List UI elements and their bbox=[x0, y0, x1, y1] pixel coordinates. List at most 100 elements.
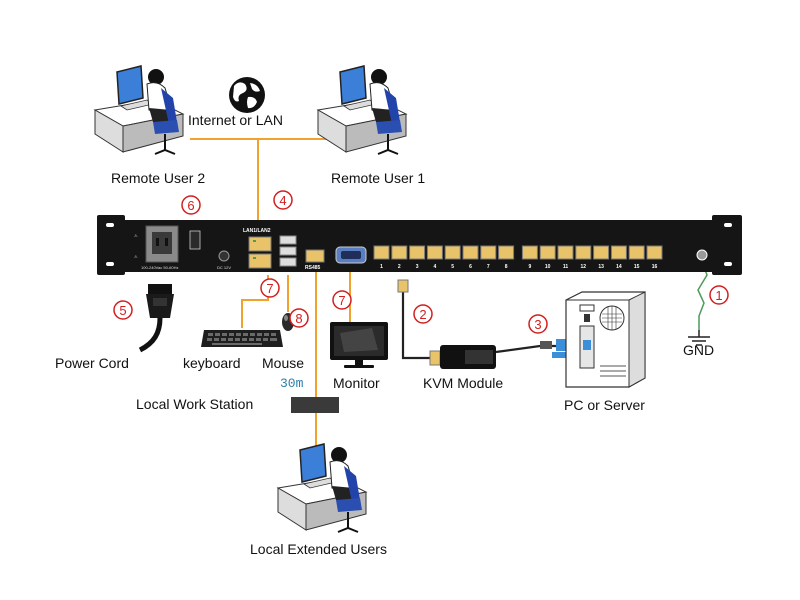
pc-tower-icon bbox=[565, 291, 646, 388]
computer-port-number: 13 bbox=[598, 264, 604, 270]
module-usb-cable bbox=[495, 344, 566, 354]
badge-8: 8 bbox=[289, 308, 309, 328]
computer-port-15[interactable] bbox=[628, 245, 645, 260]
computer-port-2[interactable] bbox=[391, 245, 408, 260]
computer-port-10[interactable] bbox=[539, 245, 556, 260]
computer-port-4[interactable] bbox=[426, 245, 443, 260]
rack-ear-right bbox=[712, 215, 742, 275]
lan-port-1[interactable] bbox=[248, 236, 272, 252]
remote-user-2-label: Remote User 2 bbox=[111, 170, 205, 186]
svg-text:1: 1 bbox=[715, 288, 722, 303]
keyboard-label: keyboard bbox=[183, 355, 241, 371]
computer-port-13[interactable] bbox=[593, 245, 610, 260]
usb-port-2[interactable] bbox=[279, 246, 297, 256]
gnd-label: GND bbox=[683, 342, 714, 358]
computer-port-14[interactable] bbox=[610, 245, 627, 260]
computer-port-number: 5 bbox=[451, 264, 454, 270]
dc-jack bbox=[218, 250, 230, 262]
ground-icon bbox=[688, 330, 710, 346]
computer-port-number: 4 bbox=[434, 264, 437, 270]
computer-port-number: 6 bbox=[469, 264, 472, 270]
svg-text:5: 5 bbox=[119, 303, 126, 318]
warning-icon-2: ⚠ bbox=[134, 254, 138, 259]
computer-port-12[interactable] bbox=[575, 245, 592, 260]
local-extended-users-label: Local Extended Users bbox=[250, 541, 387, 557]
monitor-label: Monitor bbox=[333, 375, 380, 391]
user-workstation-icon bbox=[316, 65, 408, 155]
power-rating-label: 100-240Vac 50-60Hz bbox=[141, 265, 179, 270]
kvm-module-label: KVM Module bbox=[423, 375, 503, 391]
local-extended-user-workstation bbox=[276, 443, 368, 533]
user-workstation-icon bbox=[93, 65, 185, 155]
ground-wire bbox=[697, 261, 708, 330]
rs485-label: RS485 bbox=[305, 265, 321, 271]
power-switch[interactable] bbox=[189, 230, 201, 250]
badge-3: 3 bbox=[528, 314, 548, 334]
rs485-port[interactable] bbox=[305, 249, 325, 263]
computer-port-number: 16 bbox=[652, 264, 658, 270]
pc-server-label: PC or Server bbox=[564, 397, 645, 413]
svg-text:7: 7 bbox=[338, 293, 345, 308]
remote-user-1-workstation bbox=[316, 65, 408, 155]
badge-1: 1 bbox=[709, 285, 729, 305]
usb-port-3[interactable] bbox=[279, 257, 297, 267]
computer-port-number: 3 bbox=[416, 264, 419, 270]
mouse-label: Mouse bbox=[262, 355, 304, 371]
globe-icon bbox=[229, 77, 265, 113]
extender-box bbox=[291, 397, 339, 413]
lan-port-2[interactable] bbox=[248, 253, 272, 269]
monitor-icon bbox=[330, 322, 388, 368]
computer-port-number: 12 bbox=[581, 264, 587, 270]
svg-text:6: 6 bbox=[187, 198, 194, 213]
internet-label: Internet or LAN bbox=[188, 112, 283, 128]
warning-icon: ⚠ bbox=[134, 233, 138, 238]
computer-port-number: 9 bbox=[529, 264, 532, 270]
ground-screw bbox=[696, 249, 708, 261]
svg-text:4: 4 bbox=[279, 193, 286, 208]
computer-port-1[interactable] bbox=[373, 245, 390, 260]
badge-2: 2 bbox=[413, 304, 433, 324]
cat-cable bbox=[401, 290, 432, 360]
power-cord-label: Power Cord bbox=[55, 355, 129, 371]
remote-user-1-label: Remote User 1 bbox=[331, 170, 425, 186]
badge-4: 4 bbox=[273, 190, 293, 210]
computer-port-number: 11 bbox=[563, 264, 569, 270]
badge-7-usb: 7 bbox=[260, 278, 280, 298]
remote-user-2-workstation bbox=[93, 65, 185, 155]
badge-5: 5 bbox=[113, 300, 133, 320]
computer-port-11[interactable] bbox=[557, 245, 574, 260]
svg-text:8: 8 bbox=[295, 311, 302, 326]
computer-port-7[interactable] bbox=[480, 245, 497, 260]
distance-label: 30m bbox=[280, 376, 304, 391]
keyboard-icon bbox=[201, 330, 283, 347]
power-plug-icon bbox=[138, 284, 174, 353]
local-work-station-label: Local Work Station bbox=[136, 396, 253, 412]
computer-port-number: 14 bbox=[616, 264, 622, 270]
computer-port-8[interactable] bbox=[498, 245, 515, 260]
usb-port-1[interactable] bbox=[279, 235, 297, 245]
user-workstation-icon bbox=[276, 443, 368, 533]
dc-label: DC 12V bbox=[217, 265, 231, 270]
svg-text:2: 2 bbox=[419, 307, 426, 322]
computer-port-16[interactable] bbox=[646, 245, 663, 260]
computer-port-number: 2 bbox=[398, 264, 401, 270]
computer-port-5[interactable] bbox=[444, 245, 461, 260]
computer-port-number: 1 bbox=[380, 264, 383, 270]
computer-port-3[interactable] bbox=[409, 245, 426, 260]
computer-port-6[interactable] bbox=[462, 245, 479, 260]
lan-label: LAN1/LAN2 bbox=[243, 228, 271, 234]
badge-7-vga: 7 bbox=[332, 290, 352, 310]
computer-port-number: 8 bbox=[505, 264, 508, 270]
kvm-module bbox=[397, 279, 496, 369]
computer-port-number: 15 bbox=[634, 264, 640, 270]
computer-port-9[interactable] bbox=[521, 245, 538, 260]
badge-6: 6 bbox=[181, 195, 201, 215]
kvm-switch-chassis: ⚠ ⚠ 100-240Vac 50-60Hz DC 12V LAN1/LAN2 … bbox=[97, 215, 742, 275]
svg-text:7: 7 bbox=[266, 281, 273, 296]
svg-text:3: 3 bbox=[534, 317, 541, 332]
computer-port-number: 7 bbox=[487, 264, 490, 270]
computer-port-number: 10 bbox=[545, 264, 551, 270]
